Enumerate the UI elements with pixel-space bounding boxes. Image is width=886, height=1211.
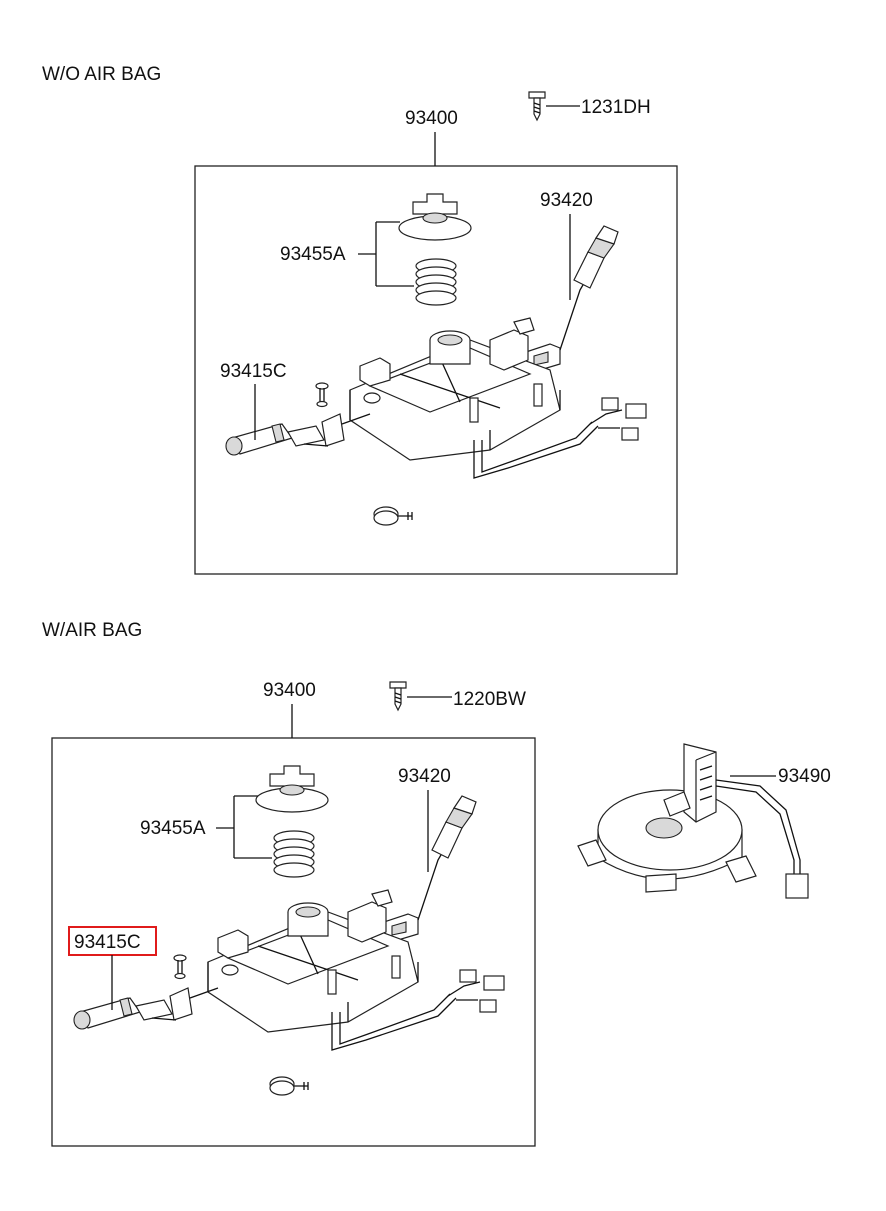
- bolt-part: [315, 382, 329, 408]
- bolt-part: [173, 954, 187, 980]
- section-with-airbag: W/AIR BAG 93400 1220BW 93455A 93420 9341…: [42, 620, 831, 1147]
- label-93415C: 93415C: [220, 361, 287, 382]
- cap-part: [255, 765, 329, 813]
- spring-part: [415, 258, 457, 306]
- clamp-part: [269, 1076, 309, 1096]
- label-93490: 93490: [778, 766, 831, 787]
- left-lever-part: [225, 413, 371, 456]
- leader-93455A: [216, 795, 272, 859]
- leader-93455A: [358, 221, 414, 287]
- section-title: W/AIR BAG: [42, 620, 142, 641]
- left-lever-part: [73, 987, 219, 1030]
- label-93400: 93400: [405, 108, 458, 129]
- switch-body-part: [349, 317, 647, 479]
- right-lever-part: [517, 225, 619, 371]
- section-without-airbag: W/O AIR BAG 93400 1231DH 93455A 93420 93…: [42, 64, 678, 575]
- assembly-frame: [51, 737, 536, 1147]
- label-1220BW: 1220BW: [453, 689, 526, 710]
- screw-icon: [528, 91, 546, 121]
- label-93400: 93400: [263, 680, 316, 701]
- clock-spring-part: [577, 743, 809, 899]
- right-lever-part: [375, 795, 477, 941]
- switch-body-part: [207, 889, 505, 1051]
- label-93455A: 93455A: [280, 244, 346, 265]
- screw-icon: [389, 681, 407, 711]
- label-93420: 93420: [398, 766, 451, 787]
- clamp-part: [373, 506, 413, 526]
- label-93415C: 93415C: [74, 932, 141, 953]
- label-93455A: 93455A: [140, 818, 206, 839]
- label-93420: 93420: [540, 190, 593, 211]
- spring-part: [273, 830, 315, 878]
- label-1231DH: 1231DH: [581, 97, 651, 118]
- cap-part: [398, 193, 472, 241]
- assembly-frame: [194, 165, 678, 575]
- section-title: W/O AIR BAG: [42, 64, 161, 85]
